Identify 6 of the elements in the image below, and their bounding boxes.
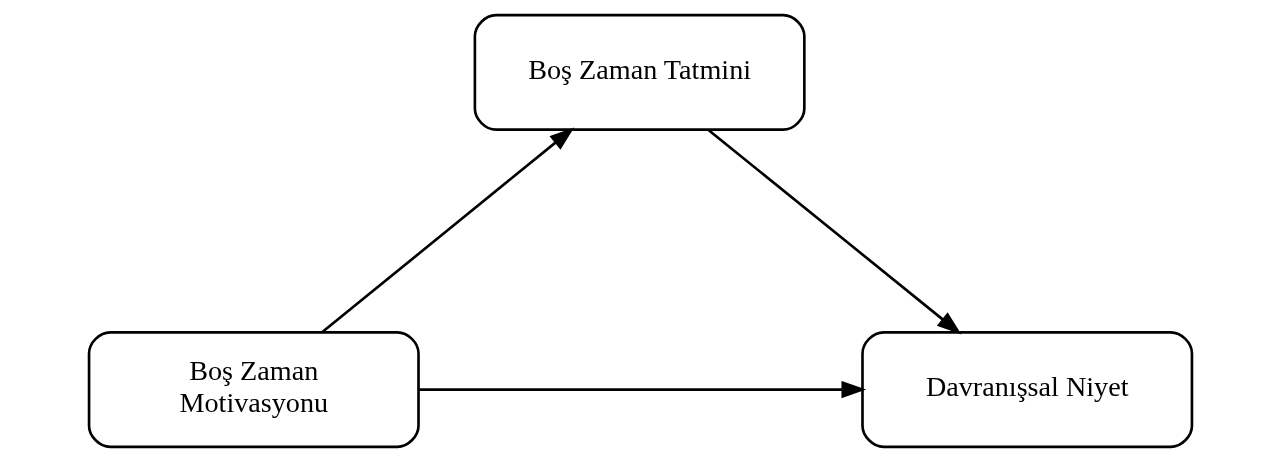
arrow: [419, 380, 867, 399]
node-box: Boş Zaman Motivasyonu: [87, 331, 420, 449]
node-box: Davranışsal Niyet: [861, 331, 1194, 449]
arrow: [321, 127, 575, 334]
arrow: [707, 128, 962, 335]
node-box: Boş Zaman Tatmini: [473, 13, 806, 131]
